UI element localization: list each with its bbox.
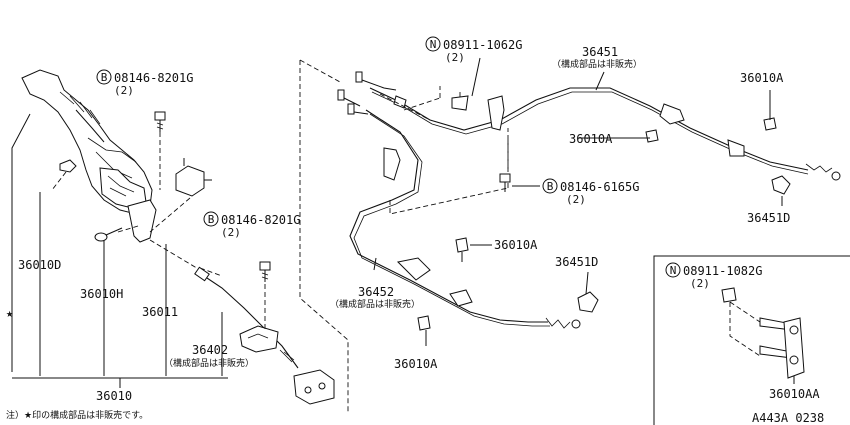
label-36451-note: （構成部品は非販売） bbox=[552, 58, 642, 70]
callout-symbol: B bbox=[208, 213, 215, 226]
callout-symbol: N bbox=[670, 264, 677, 277]
rear-cable-36452 bbox=[349, 109, 581, 329]
callout-b-08146-6165g: B 08146-6165G (2) bbox=[542, 178, 639, 206]
lever-mount-bolt-a bbox=[154, 111, 166, 132]
callout-n-08911-1082g: N 08911-1082G (2) bbox=[665, 262, 762, 290]
label-36452-note: （構成部品は非販売） bbox=[330, 298, 420, 310]
label-36010AA: 36010AA bbox=[769, 387, 820, 401]
callout-b-08146-8201g-mid: B 08146-8201G (2) bbox=[203, 211, 300, 239]
label-36451: 36451 bbox=[582, 45, 618, 59]
label-36010D: 36010D bbox=[18, 258, 61, 272]
callout-code: 08911-1062G bbox=[443, 38, 522, 52]
star-marker: ★ bbox=[6, 306, 13, 320]
callout-code: 08146-6165G bbox=[560, 180, 639, 194]
bracket-36451D-mid bbox=[577, 291, 599, 313]
callout-n-08911-1062g: N 08911-1062G (2) bbox=[425, 36, 522, 64]
parking-brake-lever bbox=[21, 69, 157, 243]
label-36010: 36010 bbox=[96, 389, 132, 403]
label-36010A-right: 36010A bbox=[740, 71, 784, 85]
label-36011: 36011 bbox=[142, 305, 178, 319]
callout-qty: (2) bbox=[114, 84, 134, 97]
callout-code: 08146-8201G bbox=[221, 213, 300, 227]
callout-code: 08146-8201G bbox=[114, 71, 193, 85]
label-36402-note: （構成部品は非販売） bbox=[164, 357, 254, 369]
cable-equalizer bbox=[337, 71, 401, 181]
front-cable-36402 bbox=[194, 266, 335, 405]
label-36451D-mid: 36451D bbox=[555, 255, 598, 269]
clip-36010A-mid bbox=[455, 237, 469, 262]
switch-bracket bbox=[175, 158, 212, 197]
clip-36010A-lower bbox=[417, 315, 431, 331]
footnote: 注）★印の構成部品は非販売です。 bbox=[6, 409, 148, 421]
callout-qty: (2) bbox=[445, 51, 465, 64]
label-36452: 36452 bbox=[358, 285, 394, 299]
callout-code: 08911-1082G bbox=[683, 264, 762, 278]
clip-36010A-right bbox=[763, 117, 777, 131]
callout-b-08146-8201g-lever: B 08146-8201G (2) bbox=[96, 69, 193, 97]
callout-qty: (2) bbox=[221, 226, 241, 239]
label-36010H: 36010H bbox=[80, 287, 123, 301]
callout-symbol: N bbox=[430, 38, 437, 51]
callout-symbol: B bbox=[101, 71, 108, 84]
bolt-36010H bbox=[94, 227, 123, 242]
label-36010A-lower: 36010A bbox=[394, 357, 438, 371]
bracket-36451D-right bbox=[771, 175, 791, 195]
callout-qty: (2) bbox=[690, 277, 710, 290]
inset-box bbox=[653, 255, 850, 425]
callout-symbol: B bbox=[547, 180, 554, 193]
clip-36010D bbox=[59, 159, 77, 173]
center-bracket bbox=[451, 95, 505, 131]
label-36451D-right: 36451D bbox=[747, 211, 790, 225]
label-36010A-upper: 36010A bbox=[569, 132, 613, 146]
diagram-code: A443A 0238 bbox=[752, 411, 824, 425]
clip-36010A-upper bbox=[645, 129, 659, 143]
callout-qty: (2) bbox=[566, 193, 586, 206]
bolt-right-6165 bbox=[499, 173, 511, 192]
mid-mount-bolt bbox=[259, 261, 271, 282]
label-36402: 36402 bbox=[192, 343, 228, 357]
label-36010A-mid: 36010A bbox=[494, 238, 538, 252]
